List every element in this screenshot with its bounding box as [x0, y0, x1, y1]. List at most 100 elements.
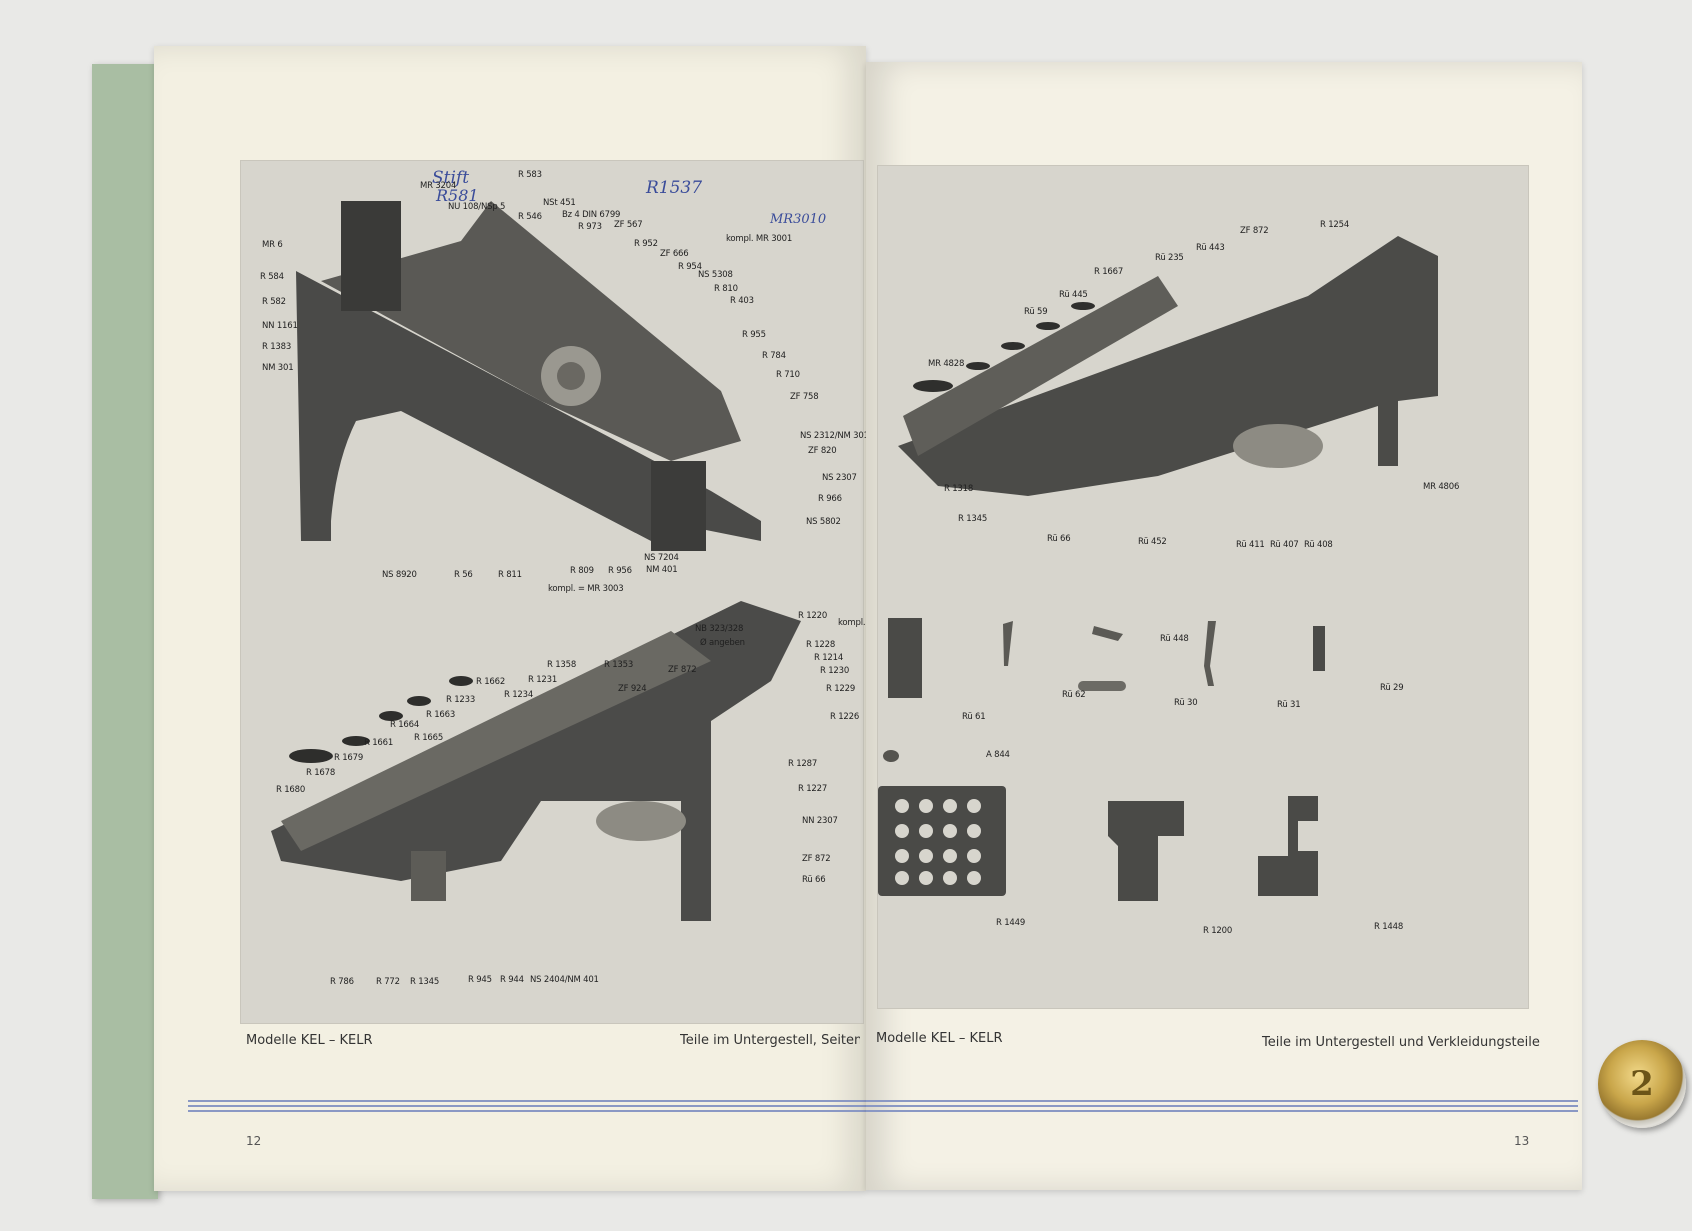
part-label: Rü 29: [1380, 683, 1404, 693]
left-caption-model: Modelle KEL – KELR: [246, 1033, 373, 1048]
part-label: R 1345: [958, 514, 988, 524]
part-label: R 786: [330, 977, 354, 987]
part-label: kompl. MR 3001: [726, 234, 793, 244]
part-label: NN 1161: [262, 321, 298, 331]
part-label: R 784: [762, 351, 786, 361]
part-label: NS 2312/NM 301: [800, 431, 869, 441]
part-label: R 1665: [414, 733, 444, 743]
part-label: R 582: [262, 297, 286, 307]
part-label: R 1353: [604, 660, 634, 670]
part-label: R 1226: [830, 712, 860, 722]
part-label: NS 5308: [698, 270, 733, 280]
part-label: ZF 872: [802, 854, 831, 864]
part-label: R 1254: [1320, 220, 1350, 230]
part-label: Rü 407: [1270, 540, 1299, 550]
part-label: R 956: [608, 566, 632, 576]
part-label: NU 108/NSp 5: [448, 202, 506, 212]
part-label: R 1229: [826, 684, 856, 694]
part-label: NS 2404/NM 401: [530, 975, 599, 985]
part-label: R 810: [714, 284, 738, 294]
part-label: R 1678: [306, 768, 336, 778]
part-label: ZF 567: [614, 220, 643, 230]
part-label: Rü 62: [1062, 690, 1086, 700]
part-label: Rü 408: [1304, 540, 1333, 550]
right-caption-model: Modelle KEL – KELR: [876, 1031, 1003, 1046]
part-label: R 1345: [410, 977, 440, 987]
part-label: R 772: [376, 977, 400, 987]
part-label: R 1214: [814, 653, 844, 663]
part-label: R 1663: [426, 710, 456, 720]
part-label: R 1358: [547, 660, 577, 670]
part-label: Rü 31: [1277, 700, 1301, 710]
part-label: R 955: [742, 330, 766, 340]
machine-illustrations-left: [271, 201, 801, 921]
part-label: MR 4806: [1423, 482, 1460, 492]
part-label: R 945: [468, 975, 492, 985]
part-label: Ø angeben: [700, 638, 745, 648]
right-page-photo: [877, 165, 1529, 1009]
part-label: NS 2307: [822, 473, 857, 483]
part-label: Rü 445: [1059, 290, 1088, 300]
part-label: Rü 411: [1236, 540, 1265, 550]
part-label: Rü 66: [802, 875, 826, 885]
part-label: R 1230: [820, 666, 850, 676]
part-label: Rü 66: [1047, 534, 1071, 544]
part-label: Rü 443: [1196, 243, 1225, 253]
euro-coin: 2: [1598, 1040, 1686, 1128]
part-label: NN 2307: [802, 816, 838, 826]
part-label: R 710: [776, 370, 800, 380]
part-label: R 1231: [528, 675, 558, 685]
handwriting-r1537: R1537: [646, 178, 703, 198]
part-label: R 1662: [476, 677, 506, 687]
part-label: MR 6: [262, 240, 283, 250]
part-label: R 1679: [334, 753, 364, 763]
part-label: Rü 61: [962, 712, 986, 722]
part-label: R 1383: [262, 342, 292, 352]
part-label: Rü 235: [1155, 253, 1184, 263]
part-label: NS 5802: [806, 517, 841, 527]
right-page-number: 13: [1514, 1134, 1530, 1148]
right-caption-section: Teile im Untergestell und Verkleidungste…: [1262, 1035, 1540, 1050]
part-label: MR 3204: [420, 181, 457, 191]
part-label: ZF 872: [668, 665, 697, 675]
handwriting-r581: R581: [436, 186, 479, 205]
right-footer-rules: [866, 1100, 1578, 1114]
part-label: R 1200: [1203, 926, 1233, 936]
part-label: Rü 452: [1138, 537, 1167, 547]
part-label: R 1234: [504, 690, 534, 700]
left-caption-section: Teile im Untergestell, Seitenansi: [680, 1033, 860, 1048]
part-label: MR 4828: [928, 359, 965, 369]
part-label: NB 323/328: [695, 624, 744, 634]
part-label: ZF 666: [660, 249, 689, 259]
left-footer-rules: [188, 1100, 866, 1114]
part-label: R 1661: [364, 738, 394, 748]
part-label: R 584: [260, 272, 284, 282]
part-label: NS 8920: [382, 570, 417, 580]
part-label: R 952: [634, 239, 658, 249]
part-label: R 1227: [798, 784, 828, 794]
part-label: ZF 924: [618, 684, 647, 694]
part-label: R 56: [454, 570, 473, 580]
part-label: R 403: [730, 296, 754, 306]
green-cover: [92, 64, 158, 1199]
part-label: R 1664: [390, 720, 420, 730]
part-label: ZF 758: [790, 392, 819, 402]
part-label: R 811: [498, 570, 522, 580]
handwriting-mr3010: MR3010: [770, 212, 827, 227]
part-label: R 1287: [788, 759, 818, 769]
part-label: NS 7204: [644, 553, 679, 563]
part-label: R 973: [578, 222, 602, 232]
part-label: Bz 4 DIN 6799: [562, 210, 621, 220]
part-label: R 546: [518, 212, 542, 222]
left-page-number: 12: [246, 1134, 262, 1148]
part-label: R 1220: [798, 611, 828, 621]
part-label: R 1449: [996, 918, 1026, 928]
part-label: ZF 820: [808, 446, 837, 456]
part-label: ZF 872: [1240, 226, 1269, 236]
part-label: A 844: [986, 750, 1010, 760]
part-label: R 944: [500, 975, 524, 985]
part-label: NM 301: [262, 363, 294, 373]
part-label: Rü 30: [1174, 698, 1198, 708]
part-label: R 809: [570, 566, 594, 576]
